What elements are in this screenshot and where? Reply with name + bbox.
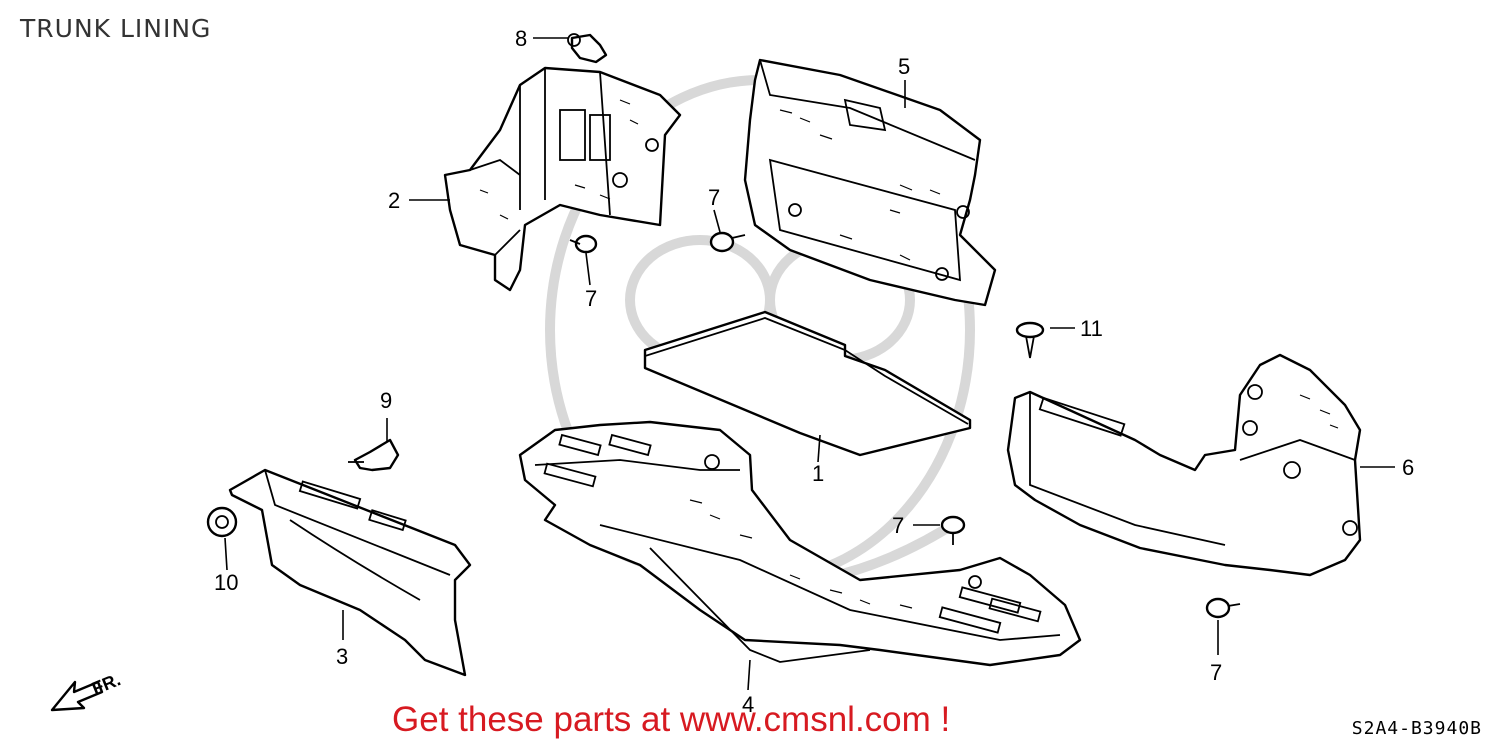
part-1-floor-mat[interactable] [643, 310, 972, 457]
front-direction-arrow: FR. [50, 669, 123, 712]
callout-7-b: 7 [708, 185, 720, 210]
diagram-title: TRUNK LINING [20, 14, 212, 43]
part-2-left-side-lining[interactable] [443, 66, 682, 292]
callout-11: 11 [1080, 316, 1103, 341]
part-10-grommet[interactable] [206, 506, 238, 538]
leader-lines [224, 37, 1395, 691]
callout-6: 6 [1402, 455, 1414, 480]
part-8-clip[interactable] [567, 33, 608, 64]
callout-3: 3 [336, 644, 348, 669]
part-3-left-front-lining[interactable] [228, 468, 472, 677]
callout-7-d: 7 [1210, 660, 1222, 685]
callout-9: 9 [380, 388, 392, 413]
part-9-clip[interactable] [348, 438, 400, 472]
part-7-fastener-d[interactable] [1205, 597, 1241, 619]
part-7-fastener-a[interactable] [569, 234, 598, 254]
part-7-fastener-b[interactable] [709, 231, 746, 253]
part-6-right-side-lining[interactable] [1006, 353, 1362, 577]
promo-link[interactable]: Get these parts at www.cmsnl.com ! [392, 700, 951, 739]
part-4-floor-lining[interactable] [518, 420, 1082, 667]
part-7-fastener-c[interactable] [940, 515, 966, 545]
callout-7-c: 7 [892, 513, 904, 538]
direction-label: FR. [89, 669, 123, 698]
part-5-trunk-lid-lining[interactable] [743, 58, 997, 307]
callout-10: 10 [214, 570, 238, 595]
callout-5: 5 [898, 54, 910, 79]
diagram-code: S2A4-B3940B [1351, 718, 1482, 739]
part-11-screw[interactable] [1015, 321, 1045, 359]
callout-7-a: 7 [585, 286, 597, 311]
callout-8: 8 [515, 26, 527, 51]
callout-1: 1 [812, 461, 824, 486]
callout-4: 4 [742, 692, 754, 717]
callout-2: 2 [388, 188, 400, 213]
